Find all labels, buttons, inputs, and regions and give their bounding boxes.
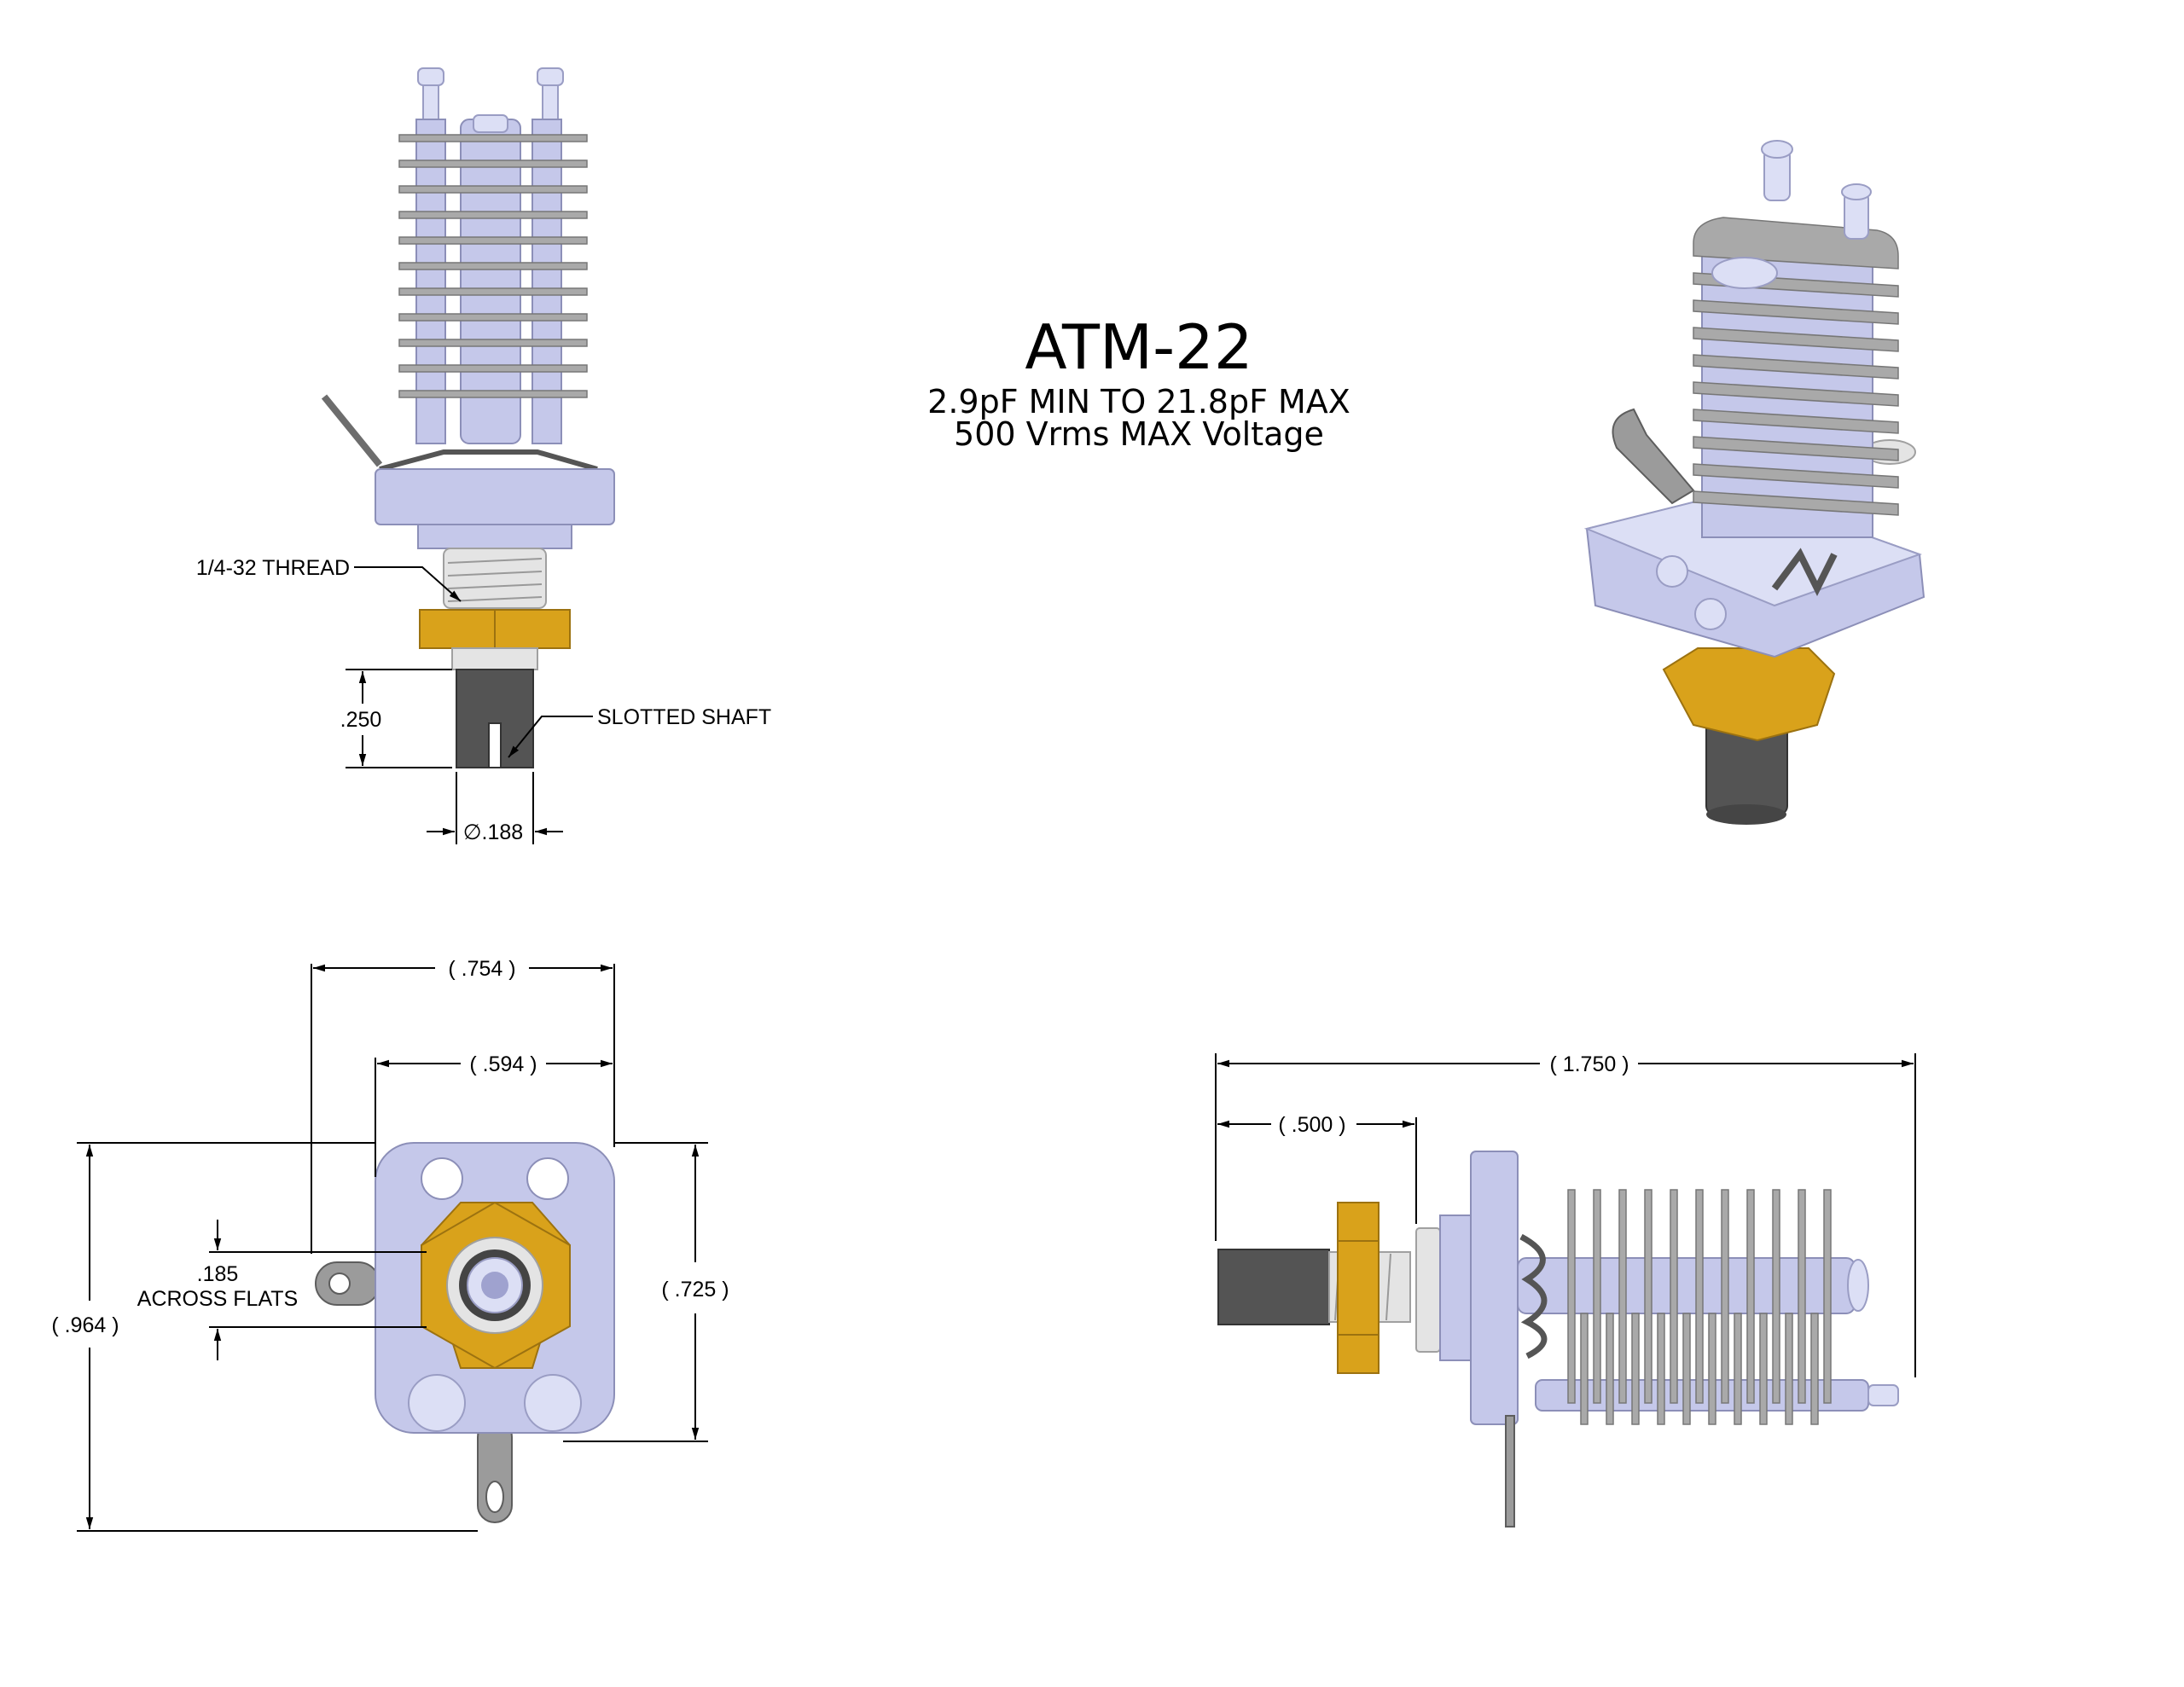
stator-rod-left [415,119,446,444]
shaft-label: SLOTTED SHAFT [597,705,771,729]
across-flats-value: .185 [197,1262,239,1286]
side-tab-hole [328,1272,351,1295]
thread-lines [447,558,543,602]
iso-star-washer-2 [1694,598,1727,630]
overall-height-dim: ( .964 ) [51,1313,119,1337]
mounting-base [375,468,615,525]
thread-leader [354,566,462,602]
rotor-cap [473,114,508,133]
iso-terminal-right-cap [1841,183,1872,200]
iso-star-washer-1 [1656,555,1688,588]
front-view: 1/4-32 THREAD SLOTTED SHAFT .250 ∅.188 [196,67,771,844]
max-voltage: 500 Vrms MAX Voltage [954,415,1324,453]
capacitance-range: 2.9pF MIN TO 21.8pF MAX [927,383,1350,420]
base-collar [417,524,572,549]
capacitor-plates [398,134,588,398]
side-mounting-base [1470,1151,1519,1425]
title-block: ATM-22 2.9pF MIN TO 21.8pF MAX 500 Vrms … [927,311,1350,453]
iso-spring [1771,548,1838,596]
side-stator-terminal [1867,1384,1899,1406]
boss-right [524,1374,582,1432]
overall-width-dim: ( .754 ) [448,957,515,981]
threaded-bushing [443,548,547,609]
side-capacitor-plates [1567,1189,1832,1425]
side-view: ( 1.750 ) ( .500 ) [1215,1052,1916,1528]
side-rotor-end [1847,1259,1869,1312]
mounting-hole-right [526,1157,569,1200]
terminal-cap-left [417,67,444,86]
boss-left [408,1374,466,1432]
iso-terminal-left-cap [1761,140,1793,159]
shaft-leader [508,716,593,758]
iso-hex-nut [1662,647,1836,742]
solder-tab [321,394,383,467]
iso-capacitor-plates [1693,217,1899,516]
body-height-dim: ( .725 ) [661,1278,729,1301]
terminal-post-left [422,84,439,120]
shaft-end-center [481,1272,508,1299]
side-hex-nut [1337,1202,1380,1374]
iso-solder-tab-left [1612,408,1695,505]
hole-spacing-dim: ( .594 ) [469,1052,537,1076]
model-title: ATM-22 [1025,311,1252,383]
iso-rotor-top [1711,257,1778,289]
thread-label: 1/4-32 THREAD [196,556,350,580]
overall-length-dim: ( 1.750 ) [1549,1052,1629,1076]
side-base-collar [1439,1215,1472,1361]
shaft-diameter-dim: ∅.188 [463,820,523,844]
bottom-tab-hole [485,1481,504,1513]
side-shaft [1217,1249,1330,1325]
across-flats-label: ACROSS FLATS [137,1287,298,1311]
spring-washer [379,449,598,472]
isometric-view [1583,140,1926,825]
shaft-extension-dim: ( .500 ) [1278,1113,1345,1137]
terminal-cap-right [537,67,564,86]
mounting-hole-left [421,1157,463,1200]
washer [451,647,538,670]
side-solder-tab [1505,1415,1515,1528]
bottom-view: ( .754 ) ( .594 ) ( .964 ) ( .725 ) .185… [51,957,729,1532]
side-spring [1519,1233,1548,1359]
iso-shaft-end [1706,804,1786,825]
shaft-length-dim: .250 [340,708,382,732]
iso-base-top [1583,489,1922,607]
shaft-slot [488,722,502,768]
terminal-post-right [542,84,559,120]
stator-rod-right [531,119,562,444]
side-lock-nut [1415,1227,1441,1353]
